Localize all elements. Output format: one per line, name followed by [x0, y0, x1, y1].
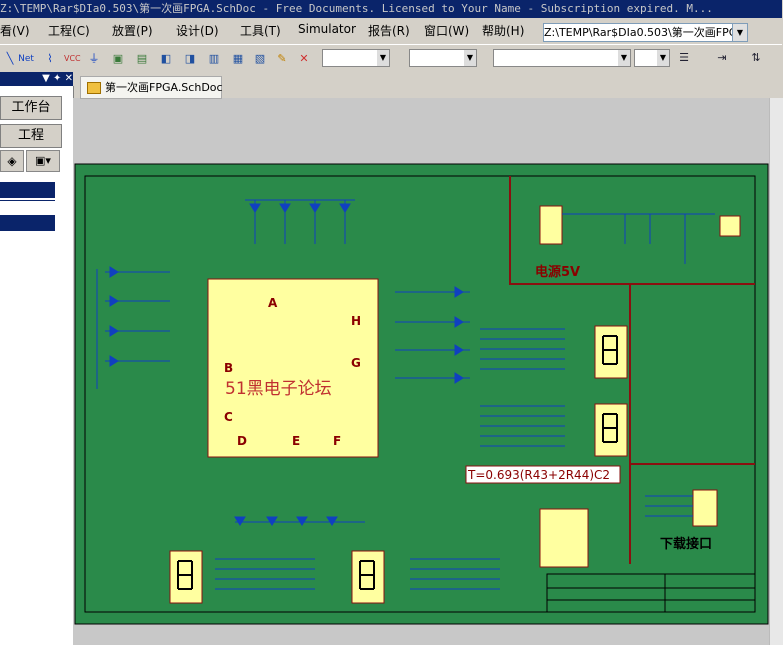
schematic-document-icon — [87, 82, 101, 94]
seven-segment-display-2[interactable] — [594, 403, 628, 457]
top-led-array — [245, 199, 355, 244]
menu-tools[interactable]: 工具(T) — [240, 24, 281, 38]
menu-place[interactable]: 放置(P) — [112, 24, 153, 38]
chevron-down-icon: ▼ — [657, 50, 669, 66]
panel-menu-icon[interactable]: ▼ — [42, 73, 50, 84]
menu-project[interactable]: 工程(C) — [48, 24, 90, 38]
section-g-label: G — [351, 356, 361, 370]
right-led-array — [395, 286, 470, 384]
power-section-border — [509, 176, 755, 285]
seven-segment-display-4[interactable] — [351, 550, 385, 604]
folder-icon[interactable]: ▣▾ — [26, 150, 60, 172]
menu-design[interactable]: 设计(D) — [176, 24, 219, 38]
delete-icon[interactable]: ✕ — [299, 52, 309, 65]
resistor-network-right-bottom — [480, 405, 565, 447]
section-a-label: A — [268, 296, 278, 310]
sheet-background — [74, 163, 769, 625]
resistor-network-right-top — [480, 328, 565, 370]
chevron-down-icon: ▼ — [464, 50, 476, 66]
section-f-label: F — [333, 434, 341, 448]
title-bar: Z:\TEMP\Rar$DIa0.503\第一次画FPGA.SchDoc - F… — [0, 0, 782, 18]
chevron-down-icon[interactable]: ▼ — [732, 23, 748, 42]
section-c-label: C — [224, 410, 233, 424]
timer-formula: T=0.693(R43+2R44)C2 — [467, 468, 610, 482]
projects-panel: 工作台 工程 ◈ ▣▾ — [0, 86, 74, 645]
document-tab-label: 第一次画FPGA.SchDoc — [105, 81, 223, 94]
harness-icon[interactable]: ▥ — [208, 52, 220, 65]
left-led-array — [96, 266, 170, 389]
section-b-label: B — [224, 361, 233, 375]
project-list-item[interactable] — [0, 182, 55, 198]
sheet-border — [84, 175, 756, 613]
align-icon[interactable]: ⇥ — [717, 51, 727, 64]
menu-window[interactable]: 窗口(W) — [424, 24, 470, 38]
close-icon[interactable]: ✕ — [64, 73, 73, 84]
fpga-chip[interactable] — [207, 278, 379, 458]
note-icon[interactable]: ✎ — [277, 52, 287, 65]
project-list-item[interactable] — [0, 200, 55, 216]
jtag-header[interactable] — [692, 489, 718, 527]
resistor-network-bottom-right — [410, 558, 500, 590]
section-e-label: E — [292, 434, 300, 448]
gnd-icon[interactable]: ⏚ — [88, 52, 100, 65]
text-frame-icon[interactable]: ▧ — [254, 52, 266, 65]
timer-555-chip[interactable] — [539, 508, 589, 568]
toolbar-combo-1[interactable]: ▼ — [322, 49, 390, 67]
pin-icon[interactable]: ✦ — [53, 73, 62, 84]
menu-help[interactable]: 帮助(H) — [482, 24, 525, 38]
bus-icon[interactable]: ⌇ — [47, 52, 53, 65]
chevron-down-icon: ▼ — [377, 50, 389, 66]
port-icon[interactable]: ◧ — [160, 52, 172, 65]
project-button[interactable]: 工程 — [0, 124, 62, 148]
title-block — [546, 573, 756, 613]
power-connector[interactable] — [719, 215, 741, 237]
layers-icon[interactable]: ◈ — [0, 150, 24, 172]
component-icon[interactable]: ▣ — [112, 52, 124, 65]
power-label: 电源5V — [535, 264, 580, 280]
sheet-symbol-icon[interactable]: ▤ — [136, 52, 148, 65]
workbench-button[interactable]: 工作台 — [0, 96, 62, 120]
directive-icon[interactable]: ▦ — [232, 52, 244, 65]
project-list-item[interactable] — [0, 215, 55, 231]
net-label-icon[interactable]: Net — [18, 54, 34, 64]
seven-segment-display-3[interactable] — [169, 550, 203, 604]
resistor-network-bottom-left — [215, 558, 315, 590]
distribute-icon[interactable]: ⇅ — [751, 51, 761, 64]
menu-simulator[interactable]: Simulator — [298, 22, 356, 36]
schematic-sheet[interactable]: 电源5V 下载接口 A B C D E F G H 51黑电子论坛 — [74, 163, 769, 625]
chevron-down-icon: ▼ — [618, 50, 630, 66]
vcc-icon[interactable]: VCC — [64, 54, 81, 63]
toolbar-combo-2[interactable]: ▼ — [409, 49, 477, 67]
watermark-text: 51黑电子论坛 — [225, 379, 332, 399]
seven-segment-display-1[interactable] — [594, 325, 628, 379]
toolbar-combo-4[interactable]: ▼ — [634, 49, 670, 67]
section-h-label: H — [351, 314, 361, 328]
document-tab[interactable]: 第一次画FPGA.SchDoc — [80, 76, 223, 99]
document-path-field[interactable]: Z:\TEMP\Rar$DIa0.503\第一次画FPGA — [543, 23, 745, 42]
sheet-entry-icon[interactable]: ◨ — [184, 52, 196, 65]
wire-icon[interactable]: ╲ — [6, 52, 14, 65]
toolbar-combo-3[interactable]: ▼ — [493, 49, 631, 67]
menu-view[interactable]: 看(V) — [0, 24, 30, 38]
window-title: Z:\TEMP\Rar$DIa0.503\第一次画FPGA.SchDoc - F… — [0, 2, 713, 15]
regulator-component[interactable] — [539, 205, 563, 245]
download-label: 下载接口 — [660, 536, 712, 552]
line-style-icon[interactable]: ☰ — [679, 51, 689, 64]
panel-header: ▼ ✦ ✕ — [0, 72, 73, 86]
formula-box — [465, 465, 621, 484]
menu-reports[interactable]: 报告(R) — [368, 24, 410, 38]
vertical-scrollbar[interactable] — [769, 98, 783, 645]
bottom-led-array — [234, 516, 365, 526]
section-d-label: D — [237, 434, 247, 448]
